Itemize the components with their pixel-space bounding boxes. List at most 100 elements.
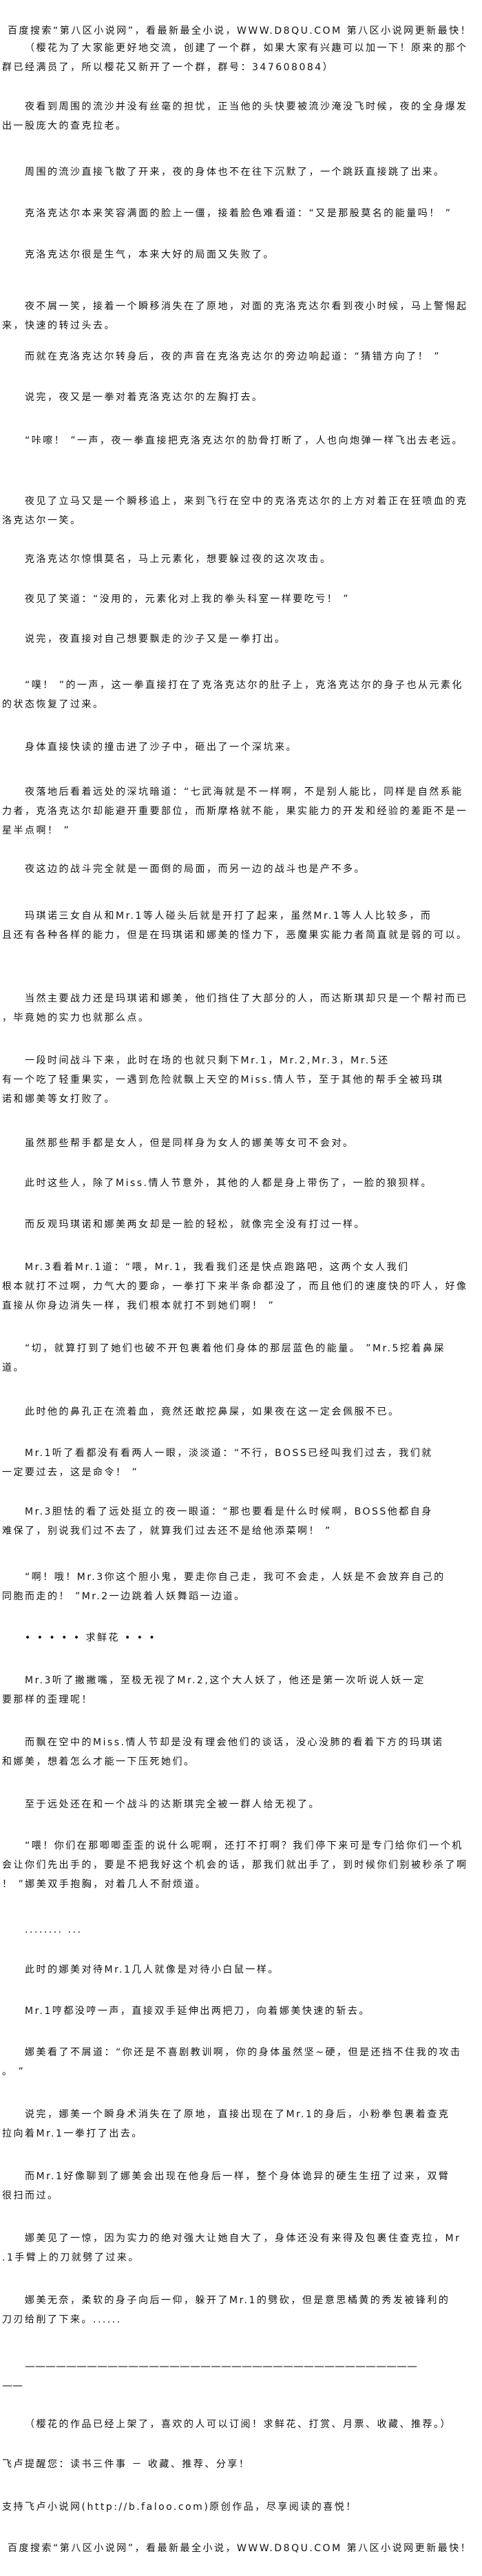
paragraph: 飞卢提醒您：读书三件事 － 收藏、推荐、分享！ bbox=[2, 2455, 480, 2474]
text-line: —— bbox=[2, 2379, 23, 2391]
text-line: 要那样的歪理呢！ bbox=[2, 1694, 93, 1705]
text-line: 根本就打不过啊，力气大的要命，一拳打下来半条命都没了，而且他们的速度快的吓人，好… bbox=[2, 1281, 468, 1292]
paragraph: 而反观玛琪诺和娜美两女却是一脸的轻松，就像完全没有打过一样。 bbox=[2, 1215, 480, 1234]
paragraph: 身体直接快读的撞击进了沙子中，砸出了一个深坑来。 bbox=[2, 738, 480, 757]
text-line: 说完，夜又是一拳对着克洛克达尔的左胸打去。 bbox=[25, 392, 264, 403]
text-line: 克洛克达尔惊惧莫名，马上元素化，想要躲过夜的这次攻击。 bbox=[25, 554, 332, 565]
text-line: 此时这些人，除了Miss.情人节意外，其他的人都是身上带伤了，一脸的狼狈样。 bbox=[25, 1178, 433, 1189]
paragraph: 夜见了笑道：“没用的，元素化对上我的拳头科室一样要吃亏！ ” bbox=[2, 590, 480, 609]
text-line: 洛克达尔一笑。 bbox=[2, 515, 82, 526]
text-line: 当然主要战力还是玛琪诺和娜美，他们挡住了大部分的人，而达斯琪却只是一个帮衬而已 bbox=[25, 993, 468, 1004]
text-line: “咔嚓！ ”一声，夜一拳直接把克洛克达尔的肋骨打断了，人也向炮弹一样飞出去老远。 bbox=[25, 435, 463, 446]
text-line: 娜美看了不屑道：“你还是不喜剧教训啊，你的身体虽然坚~硬，但是还挡不住我的攻击 bbox=[25, 2047, 462, 2058]
paragraph: 克洛克达尔本来笑容满面的脸上一僵，接着脸色难看道：“又是那股莫名的能量吗！ ” bbox=[2, 204, 480, 223]
text-line: Mr.3听了撇撇嘴，至极无视了Mr.2,这个大人妖了，他还是第一次听说人妖一定 bbox=[25, 1675, 426, 1686]
text-line: 此时的娜美对待Mr.1几人就像是对待小白鼠一样。 bbox=[25, 1964, 280, 1975]
paragraph: （樱花为了大家能更好地交流，创建了一个群，如果大家有兴趣可以加一下！原来的那个群… bbox=[2, 39, 480, 77]
text-line: 至于远处还在和一个战斗的达斯琪完全被一群人给无视了。 bbox=[25, 1799, 320, 1810]
text-line: （樱花的作品已经上架了，喜欢的人可以订阅！求鲜花、打赏、月票、收藏、推荐。） bbox=[25, 2419, 452, 2430]
text-line: 而Mr.1好像聊到了娜美会出现在他身后一样，整个身体诡异的硬生生扭了过来，双臂 bbox=[25, 2171, 450, 2182]
text-line: 夜这边的战斗完全就是一面倒的局面，而另一边的战斗也是产不多。 bbox=[25, 864, 366, 875]
paragraph: Mr.1听了看都没有看两人一眼，淡淡道：“不行，BOSS已经叫我们过去，我们就一… bbox=[2, 1444, 480, 1482]
paragraph: “噗！ ”的一声，这一拳直接打在了克洛克达尔的肚子上，克洛克达尔的身子也从元素化… bbox=[2, 676, 480, 714]
text-line: 飞卢提醒您：读书三件事 － 收藏、推荐、分享！ bbox=[2, 2459, 251, 2470]
paragraph: 娜美无奈，柔软的身子向后一仰，躲开了Mr.1的劈砍，但是意思橘黄的秀发被锋利的刀… bbox=[2, 2291, 480, 2329]
paragraph: 说完，夜直接对自己想要飘走的沙子又是一拳打出。 bbox=[2, 630, 480, 649]
text-line: 且还有各种各样的能力，但是在玛琪诺和娜美的怪力下，恶魔果实能力者简直就是弱的可以… bbox=[2, 930, 468, 941]
separator-line: ———————————————————————————————————————— bbox=[2, 2356, 480, 2395]
text-line: 。 ” bbox=[2, 2066, 25, 2077]
paragraph: 玛琪诺三女自从和Mr.1等人碰头后就是开打了起来，虽然Mr.1等人人比较多，而且… bbox=[2, 906, 480, 945]
text-line: （樱花为了大家能更好地交流，创建了一个群，如果大家有兴趣可以加一下！原来的那个 bbox=[25, 43, 468, 54]
paragraph: 克洛克达尔很是生气，本来大好的局面又失败了。 bbox=[2, 245, 480, 264]
text-line: —————————————————————————————————————— bbox=[25, 2360, 417, 2372]
text-line: • • • • • 求鲜花 • • • bbox=[25, 1632, 157, 1643]
site-banner-top: 百度搜索“第八区小说网”，看最新最全小说，WWW.D8QU.COM 第八区小说网… bbox=[2, 21, 480, 41]
text-line: 诺和娜美等女打败了。 bbox=[2, 1094, 116, 1105]
paragraph: 至于远处还在和一个战斗的达斯琪完全被一群人给无视了。 bbox=[2, 1795, 480, 1814]
text-line: 此时他的鼻孔正在流着血，竟然还敢挖鼻屎，如果夜在这一定会佩服不已。 bbox=[25, 1406, 400, 1417]
text-line: “喂！你们在那唧唧歪歪的说什么呢啊，还打不打啊？我们停下来可是专门给你们一个机 bbox=[25, 1840, 463, 1851]
text-line: 夜见了笑道：“没用的，元素化对上我的拳头科室一样要吃亏！ ” bbox=[25, 594, 350, 605]
text-line: 周围的流沙直接飞散了开来，夜的身体也不在往下沉默了，一个跳跃直接跳了出来。 bbox=[25, 167, 446, 178]
text-line: 直接从你身边消失一样，我们根本就打不到她们啊！ ” bbox=[2, 1300, 275, 1311]
text-line: ，毕竟她的实力也就那么点。 bbox=[2, 1012, 150, 1024]
text-line: 夜落地后看着远处的深坑暗道：“七武海就是不一样啊，不是别人能比，同样是自然系能 bbox=[25, 787, 463, 798]
text-line: “噗！ ”的一声，这一拳直接打在了克洛克达尔的肚子上，克洛克达尔的身子也从元素化 bbox=[25, 680, 463, 691]
text-line: “切，就算打到了她们也破不开包裹着他们身体的那层蓝色的能量。 ”Mr.5挖着鼻屎 bbox=[25, 1343, 446, 1354]
paragraph: Mr.3胆怯的看了远处挺立的夜一眼道：“那也要看是什么时候啊，BOSS他都自身难… bbox=[2, 1502, 480, 1541]
text-line: 很扫而过。 bbox=[2, 2190, 59, 2201]
text-line: 道。 bbox=[2, 1362, 25, 1373]
site-banner-bottom: 百度搜索“第八区小说网”，看最新最全小说，WWW.D8QU.COM 第八区小说网… bbox=[2, 2539, 480, 2558]
paragraph: 周围的流沙直接飞散了开来，夜的身体也不在往下沉默了，一个跳跃直接跳了出来。 bbox=[2, 163, 480, 182]
text-line: 夜不屑一笑，接着一个瞬移消失在了原地，对面的克洛克达尔看到夜小时候，马上警惕起 bbox=[25, 301, 468, 312]
banner-text: 百度搜索“第八区小说网”，看最新最全小说，WWW.D8QU.COM 第八区小说网… bbox=[8, 2543, 472, 2554]
text-line: 来，快速的转过头去。 bbox=[2, 320, 116, 331]
paragraph: “啊！哦！Mr.3你这个胆小鬼，要走你自己走，我可不会走，人妖是不会放弃自己的同… bbox=[2, 1568, 480, 1606]
text-line: Mr.3胆怯的看了远处挺立的夜一眼道：“那也要看是什么时候啊，BOSS他都自身 bbox=[25, 1506, 433, 1517]
banner-text: 百度搜索“第八区小说网”，看最新最全小说，WWW.D8QU.COM 第八区小说网… bbox=[8, 25, 472, 37]
text-line: 虽然那些帮手都是女人，但是同样身为女人的娜美等女可不会对。 bbox=[25, 1138, 355, 1149]
paragraph: 而就在克洛克达尔转身后，夜的声音在克洛克达尔的旁边响起道：“猜错方向了！ ” bbox=[2, 347, 480, 366]
paragraph: （樱花的作品已经上架了，喜欢的人可以订阅！求鲜花、打赏、月票、收藏、推荐。） bbox=[2, 2415, 480, 2434]
paragraph: 娜美见了一惊，因为实力的绝对强大让她自大了，身体还没有来得及包裹住查克拉，Mr.… bbox=[2, 2229, 480, 2267]
paragraph: 夜看到周围的流沙并没有丝毫的担忧，正当他的头快要被流沙淹没飞时候，夜的全身爆发出… bbox=[2, 97, 480, 136]
text-line: 夜见了立马又是一个瞬移追上，来到飞行在空中的克洛克达尔的上方对着正在狂喷血的克 bbox=[25, 496, 468, 507]
paragraph: 而飘在空中的Miss.情人节却是没有理会他们的谈话，没心没肺的看着下方的玛琪诺和… bbox=[2, 1733, 480, 1772]
text-line: 玛琪诺三女自从和Mr.1等人碰头后就是开打了起来，虽然Mr.1等人人比较多，而 bbox=[25, 911, 432, 922]
ellipsis-break: ........ ... bbox=[2, 1920, 480, 1940]
text-line: 有一个吃了轻重果实，一遇到危险就飘上天空的Miss.情人节，至于其他的帮手全被玛… bbox=[2, 1074, 444, 1086]
text-line: .1手臂上的刀就劈了过来。 bbox=[2, 2252, 140, 2263]
paragraph: Mr.3看着Mr.1道：“喂，Mr.1，我看我们还是快点跑路吧，这两个女人我们根… bbox=[2, 1258, 480, 1316]
ellipsis-break: • • • • • 求鲜花 • • • bbox=[2, 1628, 480, 1648]
paragraph: Mr.3听了撇撇嘴，至极无视了Mr.2,这个大人妖了，他还是第一次听说人妖一定要… bbox=[2, 1671, 480, 1710]
text-line: 夜看到周围的流沙并没有丝毫的担忧，正当他的头快要被流沙淹没飞时候，夜的全身爆发 bbox=[25, 101, 468, 112]
paragraph: 夜落地后看着远处的深坑暗道：“七武海就是不一样啊，不是别人能比，同样是自然系能力… bbox=[2, 782, 480, 840]
text-line: 克洛克达尔本来笑容满面的脸上一僵，接着脸色难看道：“又是那股莫名的能量吗！ ” bbox=[25, 208, 452, 219]
paragraph: 虽然那些帮手都是女人，但是同样身为女人的娜美等女可不会对。 bbox=[2, 1134, 480, 1153]
text-line: 群已经满员了，所以樱花又新开了一个群，群号：347608084） bbox=[2, 62, 335, 73]
text-line: Mr.1听了看都没有看两人一眼，淡淡道：“不行，BOSS已经叫我们过去，我们就 bbox=[25, 1448, 433, 1459]
text-line: 出一股庞大的查克拉老。 bbox=[2, 121, 127, 132]
text-line: 一段时间战斗下来，此时在场的也就只剩下Mr.1，Mr.2,Mr.3，Mr.5还 bbox=[25, 1055, 390, 1066]
paragraph: 支持飞卢小说网(http://b.faloo.com)原创作品，尽享阅读的喜悦！ bbox=[2, 2497, 480, 2517]
paragraph: 此时的娜美对待Mr.1几人就像是对待小白鼠一样。 bbox=[2, 1960, 480, 1980]
paragraph: “切，就算打到了她们也破不开包裹着他们身体的那层蓝色的能量。 ”Mr.5挖着鼻屎… bbox=[2, 1339, 480, 1378]
paragraph: 娜美看了不屑道：“你还是不喜剧教训啊，你的身体虽然坚~硬，但是还挡不住我的攻击。… bbox=[2, 2043, 480, 2081]
paragraph: 一段时间战斗下来，此时在场的也就只剩下Mr.1，Mr.2,Mr.3，Mr.5还有… bbox=[2, 1051, 480, 1109]
text-line: 娜美见了一惊，因为实力的绝对强大让她自大了，身体还没有来得及包裹住查克拉，Mr bbox=[25, 2233, 461, 2244]
paragraph: 克洛克达尔惊惧莫名，马上元素化，想要躲过夜的这次攻击。 bbox=[2, 550, 480, 569]
text-line: 难保了，别说我们过不去了，就算我们过去还不是给他添菜啊！ ” bbox=[2, 1526, 332, 1537]
text-line: 支持飞卢小说网(http://b.faloo.com)原创作品，尽享阅读的喜悦！ bbox=[2, 2502, 357, 2513]
text-line: Mr.1哼都没哼一声，直接双手延伸出两把刀，向着娜美快速的斩去。 bbox=[25, 2006, 370, 2017]
paragraph: “咔嚓！ ”一声，夜一拳直接把克洛克达尔的肋骨打断了，人也向炮弹一样飞出去老远。 bbox=[2, 431, 480, 450]
text-line: 力者，克洛克达尔却能避开重要部位，而斯摩格就不能，果实能力的开发和经验的差距不是… bbox=[2, 806, 468, 817]
paragraph: 说完，夜又是一拳对着克洛克达尔的左胸打去。 bbox=[2, 388, 480, 407]
text-line: 同胞而走的！ ”Mr.2一边跳着人妖舞蹈一边道。 bbox=[2, 1591, 246, 1602]
text-line: 而反观玛琪诺和娜美两女却是一脸的轻松，就像完全没有打过一样。 bbox=[25, 1219, 366, 1230]
paragraph: 此时他的鼻孔正在流着血，竟然还敢挖鼻屎，如果夜在这一定会佩服不已。 bbox=[2, 1402, 480, 1422]
text-line: 会让你们先出手的，要是不把我好这个机会的话，那我们就出手了，到时候你们别被秒杀了… bbox=[2, 1860, 468, 1871]
text-line: 克洛克达尔很是生气，本来大好的局面又失败了。 bbox=[25, 249, 275, 260]
paragraph: 此时这些人，除了Miss.情人节意外，其他的人都是身上带伤了，一脸的狼狈样。 bbox=[2, 1174, 480, 1193]
text-line: 而就在克洛克达尔转身后，夜的声音在克洛克达尔的旁边响起道：“猜错方向了！ ” bbox=[25, 351, 441, 362]
